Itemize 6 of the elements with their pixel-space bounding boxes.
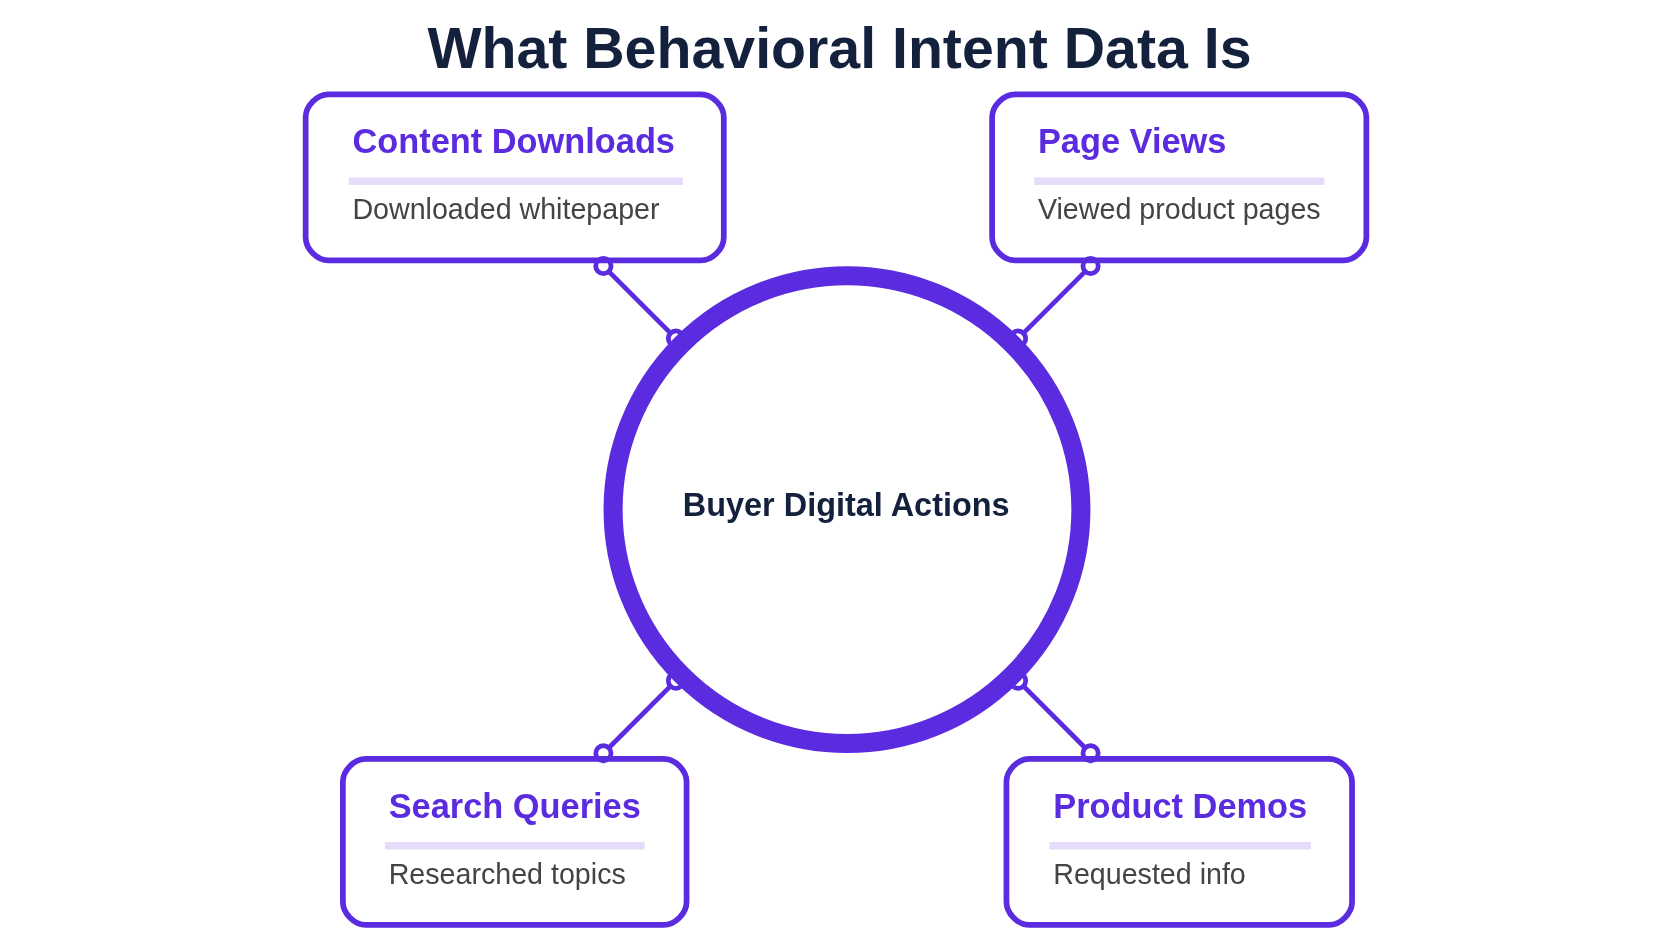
node-box: Product Demos Requested info	[1003, 756, 1355, 928]
node-circle: Buyer Digital Actions	[603, 266, 1091, 754]
diagram-title: What Behavioral Intent Data Is	[427, 15, 1252, 80]
node-box: Content Downloads Downloaded whitepaper	[302, 91, 727, 264]
node-box: Page Views Viewed product pages	[989, 91, 1370, 264]
node-box: Search Queries Researched topics	[340, 756, 690, 928]
